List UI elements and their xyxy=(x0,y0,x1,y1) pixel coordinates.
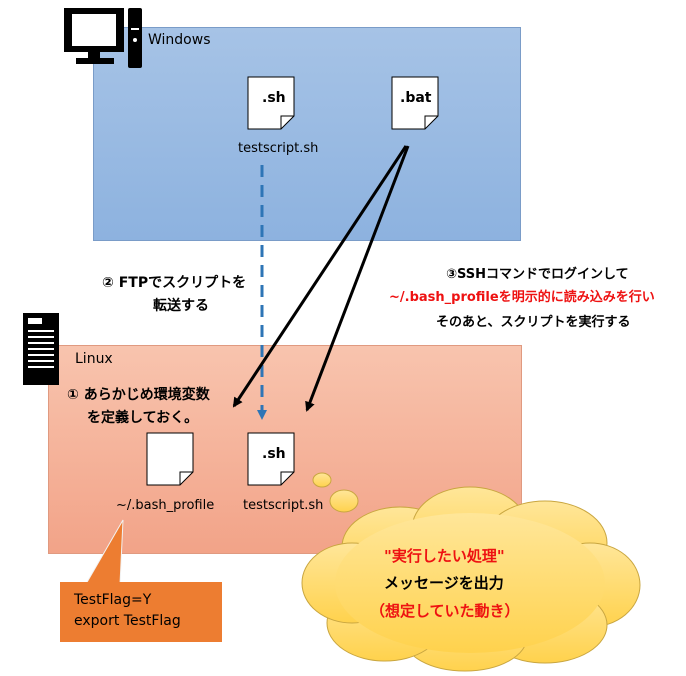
callout-line1: TestFlag=Y xyxy=(74,592,152,608)
step1-line2: を定義しておく。 xyxy=(87,410,199,426)
step2-line2: 転送する xyxy=(153,298,209,314)
ssh-script-arrow xyxy=(305,145,410,412)
server-icon xyxy=(23,313,59,385)
ssh-profile-arrow xyxy=(232,145,408,408)
document-icon xyxy=(146,432,194,486)
step2-line1: ② FTPでスクリプトを xyxy=(102,275,247,291)
step3-line3: そのあと、スクリプトを実行する xyxy=(436,315,631,330)
linux-profile-filename: ~/.bash_profile xyxy=(116,498,215,513)
document-icon xyxy=(391,76,439,130)
linux-sh-ext: .sh xyxy=(262,446,286,462)
step3-line2: ~/.bash_profileを明示的に読み込みを行い xyxy=(389,290,655,305)
cloud-line3: （想定していた動き） xyxy=(370,602,520,620)
callout-bubble xyxy=(60,519,222,642)
linux-label: Linux xyxy=(75,351,113,367)
document-icon xyxy=(247,432,295,486)
thought-cloud xyxy=(301,472,641,672)
document-icon xyxy=(247,76,295,130)
linux-sh-filename: testscript.sh xyxy=(243,498,324,513)
win-bat-ext: .bat xyxy=(400,90,432,106)
windows-region xyxy=(93,27,521,241)
win-sh-ext: .sh xyxy=(262,90,286,106)
cloud-line1: "実行したい処理" xyxy=(384,547,505,565)
windows-label: Windows xyxy=(148,32,211,48)
cloud-line2: メッセージを出力 xyxy=(384,574,504,592)
step3-line1: ③SSHコマンドでログインして xyxy=(446,267,629,282)
desktop-computer-icon xyxy=(64,8,142,68)
callout-line2: export TestFlag xyxy=(74,613,181,629)
win-sh-filename: testscript.sh xyxy=(238,141,319,156)
step1-line1: ① あらかじめ環境変数 xyxy=(67,387,210,403)
